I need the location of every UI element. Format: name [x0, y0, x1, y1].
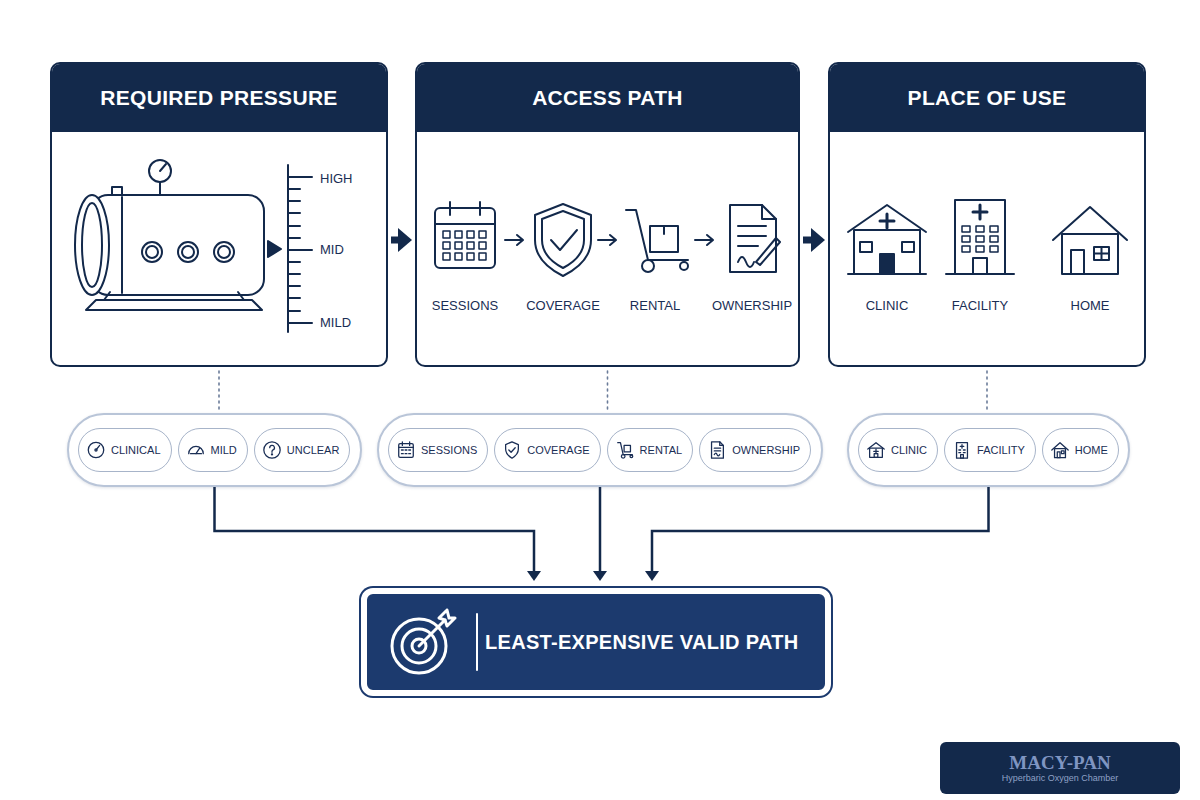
scale-label: MILD: [320, 315, 351, 330]
panel-box: PLACE OF USE: [828, 62, 1146, 367]
option-text: SESSIONS: [421, 444, 477, 456]
connector-line: [218, 371, 220, 409]
icon-label: SESSIONS: [432, 298, 498, 313]
connector-line: [215, 487, 535, 572]
arrow-head: [811, 228, 825, 252]
brand-name: MACY-PAN: [1009, 753, 1110, 773]
option-pill: COVERAGE: [494, 428, 600, 472]
pill-icon: [1050, 440, 1070, 460]
icon-label: RENTAL: [630, 298, 680, 313]
scale-label: HIGH: [320, 171, 353, 186]
access-icons: [435, 202, 780, 276]
option-band: CLINICAL MILD UNCLEAR: [67, 413, 362, 487]
panel-title: PLACE OF USE: [830, 64, 1144, 132]
option-text: OWNERSHIP: [732, 444, 800, 456]
pill-icon: [952, 440, 972, 460]
option-pill: HOME: [1042, 428, 1119, 472]
option-pill: MILD: [178, 428, 248, 472]
pill-icon: [502, 440, 522, 460]
result-text: LEAST-EXPENSIVE VALID PATH: [485, 631, 798, 654]
option-text: RENTAL: [640, 444, 683, 456]
option-pill: CLINIC: [858, 428, 938, 472]
watermark-badge: MACY-PANHyperbaric Oxygen Chamber: [940, 742, 1180, 794]
panel-title: ACCESS PATH: [417, 64, 798, 132]
option-pill: FACILITY: [944, 428, 1036, 472]
pill-icon: [866, 440, 886, 460]
option-pill: CLINICAL: [78, 428, 172, 472]
icon-label: OWNERSHIP: [712, 298, 792, 313]
target-icon: [373, 594, 483, 690]
connector-line: [607, 371, 609, 409]
arrow-head: [645, 571, 659, 581]
place-icons: [848, 200, 1127, 274]
pill-icon: [396, 440, 416, 460]
scale-label: MID: [320, 242, 344, 257]
arrow-connector: [215, 487, 542, 581]
pill-icon: [707, 440, 727, 460]
icon-label: HOME: [1071, 298, 1110, 313]
arrow-connector: [803, 228, 825, 252]
arrow-head: [398, 228, 412, 252]
option-pill: SESSIONS: [388, 428, 488, 472]
icon-label: CLINIC: [866, 298, 909, 313]
dotted-connector: [987, 371, 988, 409]
dotted-connector: [607, 371, 608, 409]
option-pill: OWNERSHIP: [699, 428, 811, 472]
option-band: CLINIC FACILITY HOME: [847, 413, 1130, 487]
icon-label: COVERAGE: [526, 298, 600, 313]
panel-title: REQUIRED PRESSURE: [52, 64, 386, 132]
option-text: MILD: [211, 444, 237, 456]
option-text: COVERAGE: [527, 444, 589, 456]
pill-icon: [262, 440, 282, 460]
option-text: CLINIC: [891, 444, 927, 456]
panel-box: ACCESS PATH: [415, 62, 800, 367]
pill-icon: [615, 440, 635, 460]
option-pill: UNCLEAR: [254, 428, 351, 472]
option-text: UNCLEAR: [287, 444, 340, 456]
connector-line: [986, 371, 988, 409]
connector-line: [652, 487, 989, 572]
chamber-illustration: [75, 160, 312, 332]
option-text: HOME: [1075, 444, 1108, 456]
connector-line: [599, 487, 602, 572]
arrow-head: [593, 571, 607, 581]
option-text: FACILITY: [977, 444, 1025, 456]
arrow-connector: [593, 487, 607, 581]
pill-icon: [86, 440, 106, 460]
icon-label: FACILITY: [952, 298, 1008, 313]
pill-icon: [186, 440, 206, 460]
option-text: CLINICAL: [111, 444, 161, 456]
dotted-connector: [219, 371, 220, 409]
option-band: SESSIONS COVERAGE RENTAL OWNERSHIP: [377, 413, 823, 487]
arrow-head: [527, 571, 541, 581]
arrow-connector: [645, 487, 989, 581]
brand-tagline: Hyperbaric Oxygen Chamber: [1002, 773, 1119, 783]
option-pill: RENTAL: [607, 428, 694, 472]
connector-line: [803, 237, 812, 244]
connector-line: [391, 237, 399, 244]
arrow-connector: [391, 228, 412, 252]
result-box: LEAST-EXPENSIVE VALID PATH: [361, 588, 831, 696]
